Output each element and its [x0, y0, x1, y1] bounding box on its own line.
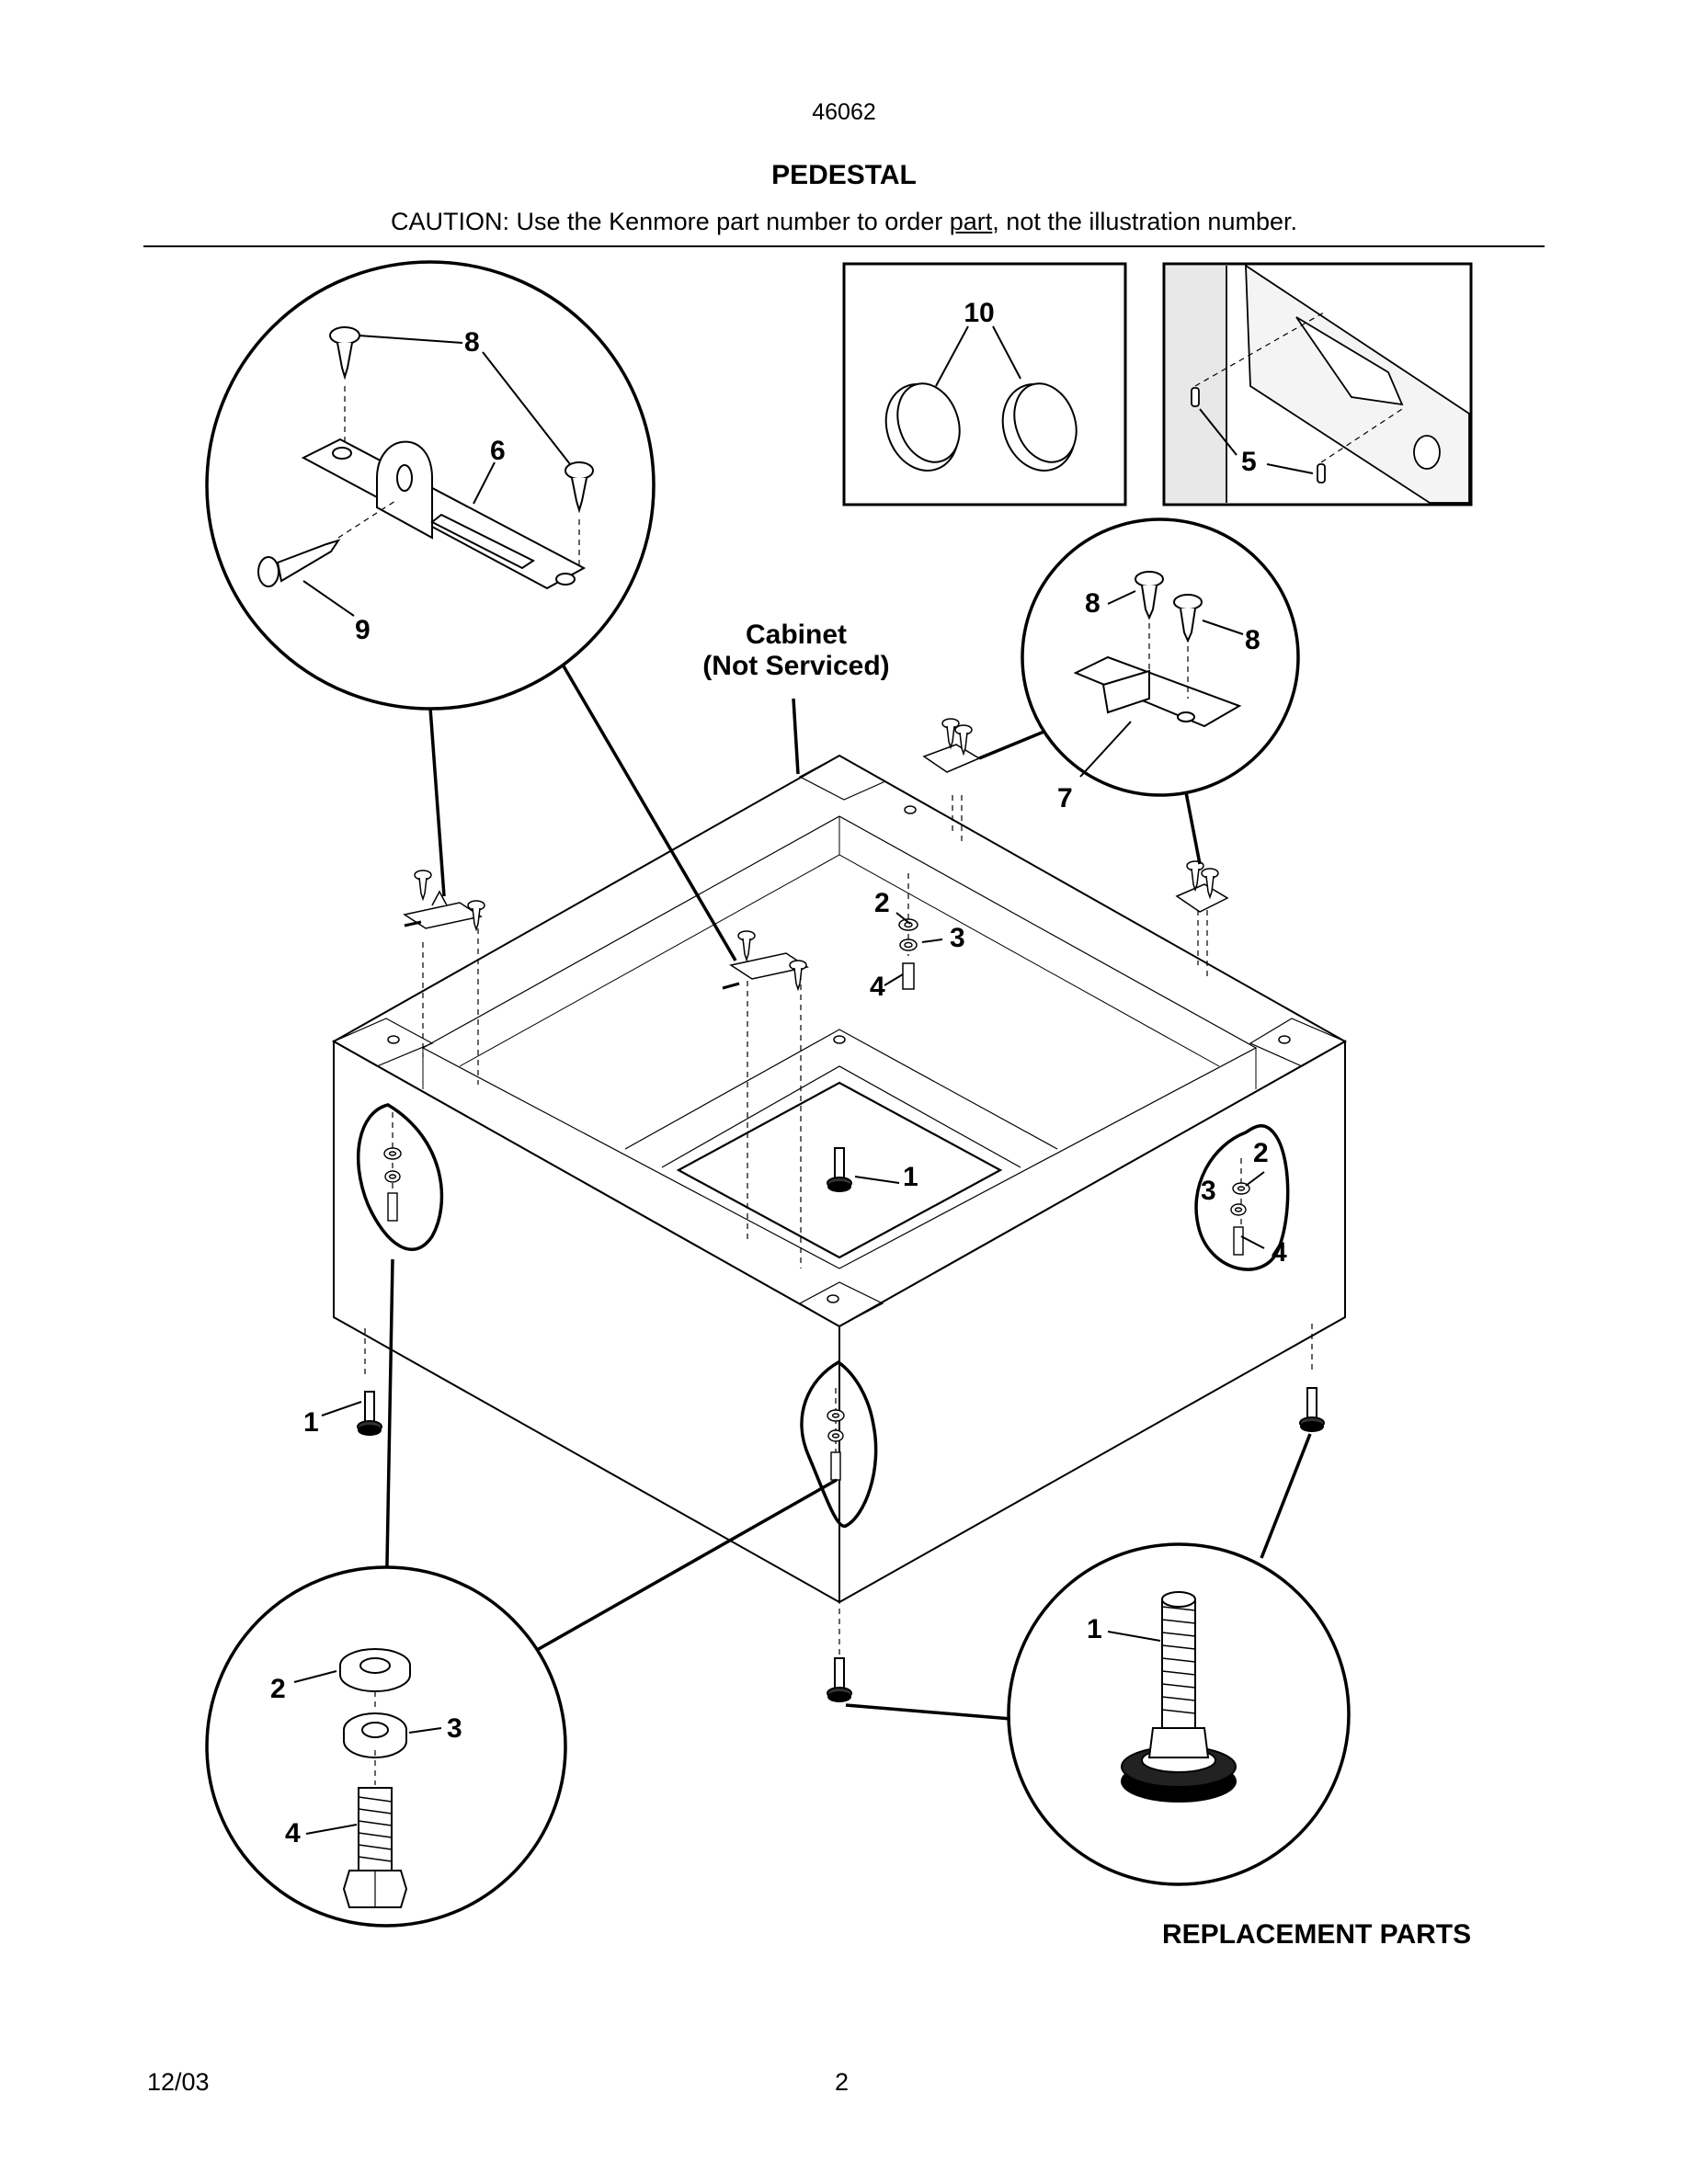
callout-3: 3 [447, 1713, 462, 1744]
callout-4: 4 [285, 1818, 301, 1848]
cabinet-floor-opening [676, 1081, 1003, 1259]
callout-1: 1 [903, 1162, 918, 1192]
caution-note: CAUTION: Use the Kenmore part number to … [0, 208, 1688, 236]
callout-8: 8 [1245, 625, 1260, 655]
callout-5: 5 [1241, 447, 1257, 477]
cabinet-label-line2: (Not Serviced) [702, 651, 889, 681]
detail-pin-box [1162, 262, 1473, 506]
detail-caps-box [842, 262, 1127, 506]
callout-3: 3 [950, 923, 965, 953]
cabinet-right-face [838, 1040, 1346, 1604]
callout-6: 6 [490, 436, 506, 466]
callout-1: 1 [1087, 1614, 1102, 1644]
callout-leader-lines [321, 912, 1265, 1416]
callout-9: 9 [355, 615, 371, 645]
callout-2: 2 [1253, 1138, 1269, 1168]
callout-8: 8 [1085, 588, 1101, 619]
center-washer-bolt-set [898, 918, 918, 990]
callout-2: 2 [874, 888, 890, 918]
hinge-brackets-on-cabinet [403, 718, 1229, 990]
callout-4: 4 [1272, 1237, 1287, 1268]
detail-mount-bracket [1021, 518, 1300, 797]
assembly-guide-lines [364, 795, 1313, 1659]
detail-hinge-bracket [205, 260, 656, 711]
caution-text-end: , not the illustration number. [992, 208, 1297, 235]
callout-8: 8 [464, 327, 480, 358]
callout-7: 7 [1057, 783, 1073, 813]
page-number: 2 [835, 2068, 850, 2096]
header-divider [143, 245, 1545, 247]
callout-3: 3 [1201, 1176, 1216, 1206]
callout-2: 2 [270, 1674, 286, 1704]
replacement-parts-label: REPLACEMENT PARTS [1162, 1919, 1472, 1950]
document-number: 46062 [812, 99, 876, 125]
cabinet [331, 754, 1348, 1604]
highlight-washers [383, 1147, 1250, 1481]
detail-connector-lines [384, 664, 1312, 1721]
caution-underlined-word: part [949, 208, 993, 235]
footer-date: 12/03 [147, 2068, 210, 2096]
callout-4: 4 [870, 972, 885, 1002]
highlight-outlines [356, 1103, 1290, 1528]
cabinet-label-line1: Cabinet [746, 620, 847, 650]
detail-leveling-leg [1007, 1542, 1351, 1886]
callout-labels: 8 6 9 10 5 8 8 7 2 3 4 1 2 3 4 1 2 3 4 1… [270, 298, 1287, 1848]
callout-1: 1 [303, 1407, 319, 1438]
caution-text: CAUTION: Use the Kenmore part number to … [391, 208, 950, 235]
page-title: PEDESTAL [771, 160, 917, 190]
detail-washer-set [205, 1565, 567, 1928]
callout-10: 10 [964, 298, 994, 328]
